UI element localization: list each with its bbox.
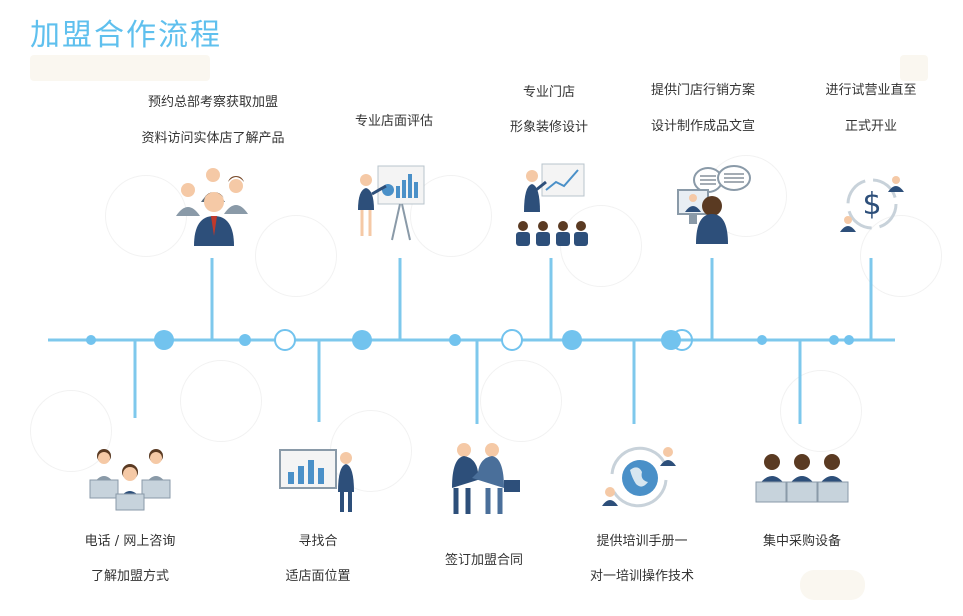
timeline-dot xyxy=(86,335,96,345)
ghost-circle xyxy=(180,360,262,442)
ghost-circle xyxy=(410,175,492,257)
step-top-1-line1: 预约总部考察获取加盟 xyxy=(147,95,279,110)
ghost-banner-3 xyxy=(800,570,865,600)
timeline-node xyxy=(154,330,174,350)
ghost-circle xyxy=(860,215,942,297)
step-bottom-2-line2: 适店面位置 xyxy=(285,569,351,584)
step-bottom-1-line1: 电话 / 网上咨询 xyxy=(84,534,176,549)
ghost-banner-2 xyxy=(900,55,928,81)
timeline-ring xyxy=(274,329,296,351)
step-bottom-4-line2: 对一培训操作技术 xyxy=(589,569,695,584)
timeline-ring xyxy=(501,329,523,351)
step-bottom-5-line1: 集中采购设备 xyxy=(762,534,842,549)
timeline-dot xyxy=(239,334,251,346)
presenter-icon xyxy=(358,165,425,241)
step-top-4-line2: 设计制作成品文宣 xyxy=(650,119,756,134)
ghost-circle xyxy=(255,215,337,297)
timeline-dot xyxy=(844,335,854,345)
step-bottom-1-line2: 了解加盟方式 xyxy=(90,569,170,584)
ghost-circle xyxy=(30,390,112,472)
step-bottom-3-line1: 签订加盟合同 xyxy=(444,553,524,568)
ghost-circle xyxy=(560,205,642,287)
team-icon xyxy=(176,168,248,246)
purchase-team-icon xyxy=(755,454,849,503)
step-bottom-2-line1: 寻找合 xyxy=(298,534,338,549)
step-top-2-line1: 专业店面评估 xyxy=(354,114,434,129)
step-top-3-line1: 专业门店 xyxy=(522,85,576,100)
step-top-4-line1: 提供门店行销方案 xyxy=(650,83,756,98)
step-bottom-4-line1: 提供培训手册一 xyxy=(596,534,688,549)
ghost-circle xyxy=(480,360,562,442)
step-top-5-line2: 正式开业 xyxy=(844,119,898,134)
timeline-ring xyxy=(671,329,693,351)
consultation-icon xyxy=(677,165,751,244)
timeline-dot xyxy=(829,335,839,345)
ghost-circle xyxy=(780,370,862,452)
design-meeting-icon xyxy=(516,163,588,246)
timeline-dot xyxy=(757,335,767,345)
globe-training-icon xyxy=(602,446,676,508)
step-top-5-line1: 进行试营业直至 xyxy=(825,83,917,98)
chart-presentation-icon xyxy=(279,449,354,512)
call-center-icon xyxy=(89,449,171,511)
timeline-node xyxy=(562,330,582,350)
ghost-banner xyxy=(30,55,210,81)
timeline-dot xyxy=(449,334,461,346)
step-top-3-line2: 形象装修设计 xyxy=(509,120,589,135)
step-top-1-line2: 资料访问实体店了解产品 xyxy=(141,131,285,146)
money-icon: $ xyxy=(840,176,904,232)
page-title: 加盟合作流程 xyxy=(30,18,222,53)
handshake-icon xyxy=(452,443,520,514)
timeline-node xyxy=(352,330,372,350)
svg-text:$: $ xyxy=(862,187,881,222)
